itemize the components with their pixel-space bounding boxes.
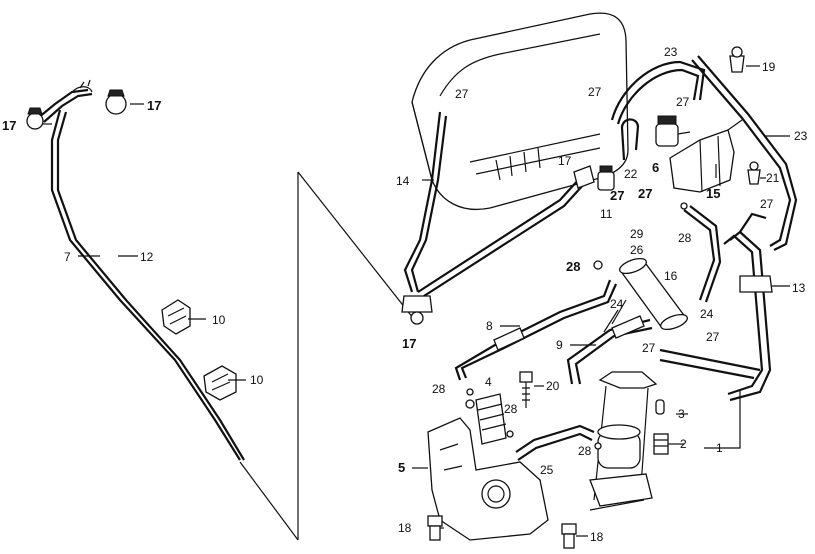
callout-27: 27 (760, 197, 774, 211)
callout-24: 24 (700, 307, 714, 321)
callout-28: 28 (504, 402, 518, 416)
callout-17: 17 (2, 118, 16, 133)
filter-16 (603, 257, 688, 333)
clip-19 (729, 46, 745, 73)
callout-5: 5 (398, 460, 405, 475)
callout-11: 11 (600, 207, 613, 221)
pin-3 (655, 399, 665, 415)
hose-clamp-10a (161, 299, 191, 335)
callout-labels: 17 17 7 12 10 10 14 27 27 17 22 27 11 6 … (2, 45, 808, 544)
bolt-18a (427, 515, 443, 541)
callout-12: 12 (140, 250, 154, 264)
fuel-pipe-assembly (37, 79, 245, 461)
callout-27: 27 (588, 85, 602, 99)
valve-11 (597, 165, 615, 191)
callout-17: 17 (558, 154, 572, 168)
callout-27: 27 (455, 87, 469, 101)
hose-8 (454, 279, 618, 381)
callout-24: 24 (610, 297, 624, 311)
callout-10: 10 (212, 313, 226, 327)
bolt-18b (561, 523, 577, 549)
callout-29: 29 (630, 227, 644, 241)
callout-23: 23 (664, 45, 678, 59)
callout-27: 27 (676, 95, 690, 109)
vacuum-tank-1 (589, 371, 658, 511)
hose-23-right (691, 55, 798, 251)
callout-27: 27 (642, 341, 656, 355)
bracket-5 (427, 417, 549, 541)
callout-23: 23 (794, 129, 808, 143)
pipe-14 (403, 111, 585, 297)
callout-25: 25 (540, 463, 554, 477)
leader-lines (239, 171, 414, 541)
pipe-25 (515, 424, 595, 461)
clip-21 (747, 161, 761, 185)
check-valve-17c (401, 295, 433, 325)
hose-clamp-10b (203, 365, 237, 401)
callout-17: 17 (402, 336, 416, 351)
check-valve-17b (105, 89, 127, 115)
callout-18: 18 (590, 530, 604, 544)
callout-28: 28 (678, 231, 692, 245)
callout-leaders (42, 65, 790, 537)
callout-14: 14 (396, 174, 410, 188)
check-valve-17d (573, 165, 595, 189)
callout-1: 1 (716, 441, 723, 455)
callout-9: 9 (556, 338, 563, 352)
callout-21: 21 (766, 171, 780, 185)
hose-22 (620, 118, 640, 161)
callout-2: 2 (680, 437, 687, 451)
callout-13: 13 (792, 281, 806, 295)
check-valve-17a (26, 107, 44, 130)
bracket-15 (669, 119, 743, 193)
callout-10: 10 (250, 373, 264, 387)
callout-7: 7 (64, 250, 71, 264)
callout-6: 6 (652, 160, 659, 175)
hose-23-top (610, 60, 706, 125)
callout-4: 4 (485, 375, 492, 389)
callout-19: 19 (762, 60, 776, 74)
callout-28: 28 (432, 382, 446, 396)
solenoid-valve-4 (465, 393, 507, 445)
callout-15: 15 (706, 186, 720, 201)
callout-26: 26 (630, 243, 644, 257)
callout-28: 28 (566, 259, 580, 274)
callout-18: 18 (398, 521, 412, 535)
callout-16: 16 (664, 269, 678, 283)
callout-20: 20 (546, 379, 560, 393)
pipe-28-vertical (683, 205, 722, 303)
fitting-2 (653, 433, 669, 455)
callout-3: 3 (678, 407, 685, 421)
callout-17: 17 (147, 98, 161, 113)
callout-27: 27 (706, 330, 720, 344)
callout-27: 27 (610, 188, 624, 203)
pipe-13-assembly (659, 212, 773, 402)
callout-28: 28 (578, 444, 592, 458)
callout-22: 22 (624, 167, 638, 181)
callout-8: 8 (486, 319, 493, 333)
clip-28-symbols (466, 202, 688, 450)
bolt-20 (519, 371, 533, 408)
canister-body (411, 12, 629, 210)
callout-27: 27 (638, 186, 652, 201)
valve-6 (655, 115, 691, 147)
